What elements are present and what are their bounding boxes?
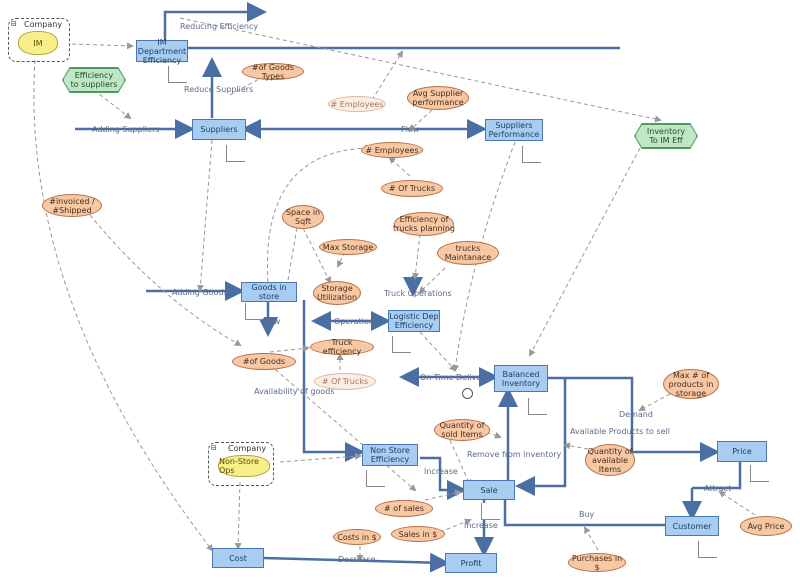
collapse-icon[interactable]: ⊟ bbox=[211, 444, 217, 452]
aux-efficiency-trucks-planning[interactable]: Efficiency of trucks planning bbox=[393, 212, 455, 236]
graph-icon bbox=[522, 146, 541, 163]
stock-non-store-efficiency[interactable]: Non Store Efficiency bbox=[362, 444, 418, 466]
flow-label-adding-suppliers[interactable]: Adding Suppliers bbox=[92, 125, 160, 134]
aux-of-trucks[interactable]: # Of Trucks bbox=[381, 180, 443, 197]
company-group-label: Company bbox=[24, 20, 63, 29]
graph-icon bbox=[481, 503, 500, 520]
aux-of-sales[interactable]: # of sales bbox=[375, 500, 433, 517]
cloud-im[interactable]: IM bbox=[18, 31, 58, 55]
flow-label-reduce-suppliers[interactable]: Reduce Suppliers bbox=[184, 85, 254, 94]
graph-icon bbox=[698, 541, 717, 558]
aux-avg-price[interactable]: Avg Price bbox=[740, 516, 792, 536]
aux-sales-in-usd[interactable]: Sales in $ bbox=[391, 526, 445, 542]
flow-label-operation[interactable]: Operation bbox=[334, 317, 374, 326]
flow-label-flow[interactable]: Flow bbox=[401, 125, 420, 134]
graph-icon bbox=[392, 336, 411, 353]
flow-label-buy[interactable]: Buy bbox=[579, 510, 595, 519]
stock-sale[interactable]: Sale bbox=[463, 480, 515, 500]
stock-customer[interactable]: Customer bbox=[665, 516, 719, 536]
aux-of-goods[interactable]: #of Goods bbox=[232, 353, 296, 370]
flow-label-truck-operations[interactable]: Truck Operations bbox=[384, 289, 452, 298]
cloud-non-store-ops[interactable]: Non-Store Ops bbox=[218, 455, 270, 477]
graph-icon bbox=[226, 145, 245, 162]
aux-truck-efficiency[interactable]: Truck efficiency bbox=[310, 338, 374, 356]
aux-space-in-sqft[interactable]: Space in Sqft bbox=[282, 205, 324, 229]
flow-label-attract[interactable]: Attract bbox=[704, 484, 732, 493]
aux-purchases-in-usd[interactable]: Purchases in $ bbox=[568, 553, 626, 572]
flow-label-available-products[interactable]: Available Products to sell bbox=[570, 427, 670, 436]
flow-label-demand[interactable]: Demand bbox=[619, 410, 653, 419]
graph-icon bbox=[528, 398, 547, 415]
aux-of-trucks-2[interactable]: # Of Trucks bbox=[314, 373, 376, 390]
aux-goods-types[interactable]: #of Goods Types bbox=[242, 63, 304, 81]
aux-quantity-available-items[interactable]: Quantity of available Items bbox=[585, 444, 635, 476]
aux-max-products-in-storage[interactable]: Max # of products in storage bbox=[663, 369, 719, 399]
stock-suppliers-performance[interactable]: Suppliers Performance bbox=[485, 119, 543, 141]
stock-logistic-dep-efficiency[interactable]: Logistic Dep Efficiency bbox=[388, 310, 440, 332]
stock-balanced-inventory[interactable]: Balanced Inventory bbox=[494, 365, 548, 392]
graph-icon bbox=[366, 470, 385, 487]
flow-label-increase-2[interactable]: Increase bbox=[464, 521, 498, 530]
graph-icon bbox=[245, 303, 264, 320]
graph-icon bbox=[750, 465, 769, 482]
graph-icon bbox=[168, 66, 187, 83]
collapse-icon[interactable]: ⊟ bbox=[11, 20, 17, 28]
flow-label-availability-of-goods[interactable]: Availability of goods bbox=[254, 387, 335, 396]
flow-label-remove-from-inventory[interactable]: Remove from inventory bbox=[467, 450, 562, 459]
stock-cost[interactable]: Cost bbox=[212, 548, 264, 568]
clock-icon bbox=[462, 388, 473, 399]
company-group-label: Company bbox=[228, 444, 267, 453]
aux-invoiced-shipped[interactable]: #invoiced / #Shipped bbox=[42, 194, 102, 217]
stock-goods-in-store[interactable]: Goods in store bbox=[241, 282, 297, 302]
aux-storage-utilization[interactable]: Storage Utilization bbox=[313, 281, 361, 305]
company-group-nonstore bbox=[208, 442, 274, 486]
stock-profit[interactable]: Profit bbox=[445, 553, 497, 573]
info-links bbox=[33, 17, 756, 562]
flow-label-adding-goods[interactable]: Adding Goods bbox=[172, 288, 228, 297]
company-group-im bbox=[8, 18, 70, 62]
aux-trucks-maintanace[interactable]: trucks Maintanace bbox=[437, 241, 499, 265]
aux-max-storage[interactable]: Max Storage bbox=[319, 239, 377, 255]
flow-label-reducing-efficiency[interactable]: Reducing Efficiency bbox=[180, 22, 259, 31]
flow-label-increase[interactable]: Increase bbox=[424, 467, 458, 476]
aux-costs-in-usd[interactable]: Costs in $ bbox=[333, 529, 381, 545]
stock-im-department-efficiency[interactable]: IM Department Efficiency bbox=[136, 37, 188, 65]
flow-label-flow-mid[interactable]: Flow bbox=[262, 317, 281, 326]
hex-inventory-to-im-eff[interactable]: Inventory To IM Eff bbox=[635, 124, 697, 148]
aux-quantity-sold-items[interactable]: Quantity of sold Items bbox=[434, 419, 490, 441]
aux-employees[interactable]: # Employees bbox=[361, 142, 423, 158]
stock-suppliers[interactable]: Suppliers bbox=[192, 119, 246, 140]
aux-avg-supplier-performance[interactable]: Avg Supplier performance bbox=[407, 86, 469, 110]
aux-employees-top[interactable]: # Employees bbox=[328, 96, 386, 112]
flow-label-on-time-delivery[interactable]: On Time Delivery bbox=[420, 373, 490, 382]
flow-label-decrease[interactable]: Decrease bbox=[338, 555, 376, 564]
hex-efficiency-to-suppliers[interactable]: Efficiency to suppliers bbox=[63, 68, 125, 92]
stock-price[interactable]: Price bbox=[717, 441, 767, 462]
